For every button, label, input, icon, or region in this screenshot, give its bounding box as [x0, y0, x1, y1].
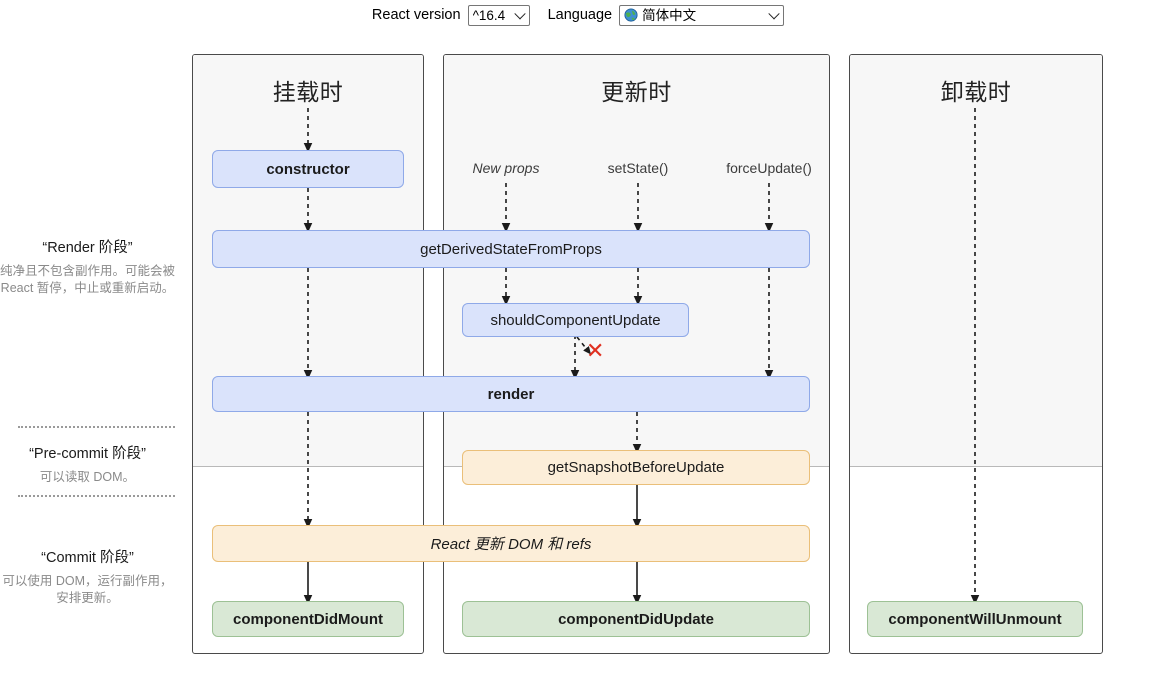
node-constructor[interactable]: constructor [212, 150, 404, 188]
node-component-will-unmount[interactable]: componentWillUnmount [867, 601, 1083, 637]
react-version-control: React version ^16.4 [371, 4, 530, 26]
phase-divider-bottom [18, 495, 175, 497]
phase-legend-render: “Render 阶段” 纯净且不包含副作用。可能会被 React 暂停，中止或重… [0, 236, 175, 297]
node-should-component-update[interactable]: shouldComponentUpdate [462, 303, 689, 337]
node-component-did-mount[interactable]: componentDidMount [212, 601, 404, 637]
column-title-mount: 挂载时 [272, 79, 344, 105]
column-panel-update: 更新时 [443, 54, 830, 654]
node-get-snapshot-before-update[interactable]: getSnapshotBeforeUpdate [462, 450, 810, 485]
phase-title-render: “Render 阶段” [42, 240, 133, 256]
node-react-updates-dom[interactable]: React 更新 DOM 和 refs [212, 525, 810, 562]
phase-desc-commit: 可以使用 DOM，运行副作用，安排更新。 [2, 574, 173, 605]
skip-update-x-icon: ✕ [586, 339, 605, 364]
column-shade-unmount [850, 55, 1102, 467]
language-select[interactable]: 简体中文 [619, 4, 785, 26]
phase-desc-pre-commit: 可以读取 DOM。 [39, 470, 136, 484]
react-version-select-wrap[interactable]: ^16.4 [467, 4, 530, 26]
trigger-new-props: New props [472, 160, 540, 176]
phase-legend-pre-commit: “Pre-commit 阶段” 可以读取 DOM。 [0, 442, 175, 486]
phase-title-pre-commit: “Pre-commit 阶段” [29, 446, 146, 462]
phase-title-commit: “Commit 阶段” [41, 550, 134, 566]
react-version-label: React version [371, 7, 461, 23]
column-panel-unmount: 卸载时 [849, 54, 1103, 654]
react-version-select[interactable]: ^16.4 [467, 4, 530, 26]
phase-legend-commit: “Commit 阶段” 可以使用 DOM，运行副作用，安排更新。 [0, 546, 175, 607]
phase-desc-render: 纯净且不包含副作用。可能会被 React 暂停，中止或重新启动。 [0, 264, 176, 295]
phase-divider-top [18, 426, 175, 428]
node-render[interactable]: render [212, 376, 810, 412]
trigger-force-update: forceUpdate() [726, 160, 812, 176]
language-label: Language [547, 7, 613, 23]
column-title-update: 更新时 [601, 79, 672, 105]
node-get-derived-state-from-props[interactable]: getDerivedStateFromProps [212, 230, 810, 268]
node-component-did-update[interactable]: componentDidUpdate [462, 601, 810, 637]
trigger-set-state: setState() [607, 160, 669, 176]
column-panel-mount: 挂载时 [192, 54, 424, 654]
column-title-unmount: 卸载时 [940, 79, 1012, 105]
